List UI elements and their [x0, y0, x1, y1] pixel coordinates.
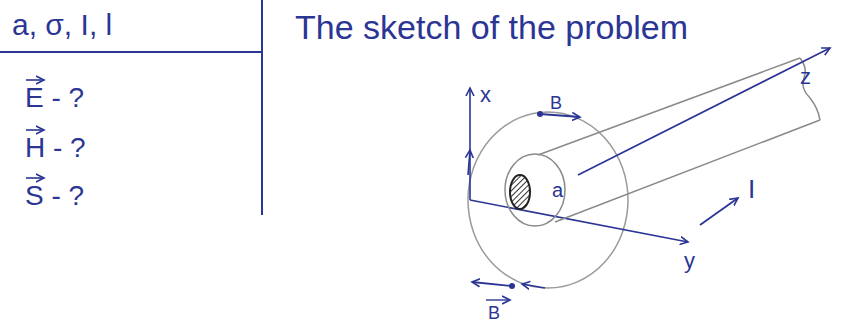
vector-arrow — [26, 79, 44, 81]
current-label: I — [748, 176, 755, 202]
unknown-quantity: E - ? — [25, 84, 84, 112]
y-axis — [470, 200, 688, 242]
axis-label: x — [480, 84, 491, 106]
unknown-quantity: H - ? — [25, 134, 86, 162]
vector-arrow — [26, 129, 44, 131]
sketch-title: The sketch of the problem — [295, 10, 688, 44]
unknown-quantity: S - ? — [25, 182, 84, 210]
z-axis — [578, 48, 830, 175]
b-vector — [540, 114, 580, 117]
radius-label: a — [552, 180, 563, 200]
vector-arrow — [26, 177, 44, 179]
wire-section — [510, 175, 530, 209]
table-rule — [0, 51, 262, 53]
field-arrow — [522, 284, 545, 288]
axis-label: z — [800, 66, 811, 88]
cylinder-edge — [538, 58, 800, 155]
field-label: B — [550, 94, 562, 112]
table-rule — [261, 0, 263, 215]
field-label: B — [488, 304, 500, 322]
cylinder-edge — [555, 120, 820, 222]
cylinder-face — [505, 154, 565, 226]
current-arrow — [700, 198, 738, 225]
given-quantities: a, σ, I, l — [12, 10, 112, 40]
vector-arrow — [486, 299, 510, 300]
field-line — [468, 112, 628, 288]
b-vector — [472, 282, 512, 286]
x-axis — [469, 88, 471, 200]
axis-label: y — [684, 250, 695, 272]
cylinder-end — [800, 58, 820, 120]
